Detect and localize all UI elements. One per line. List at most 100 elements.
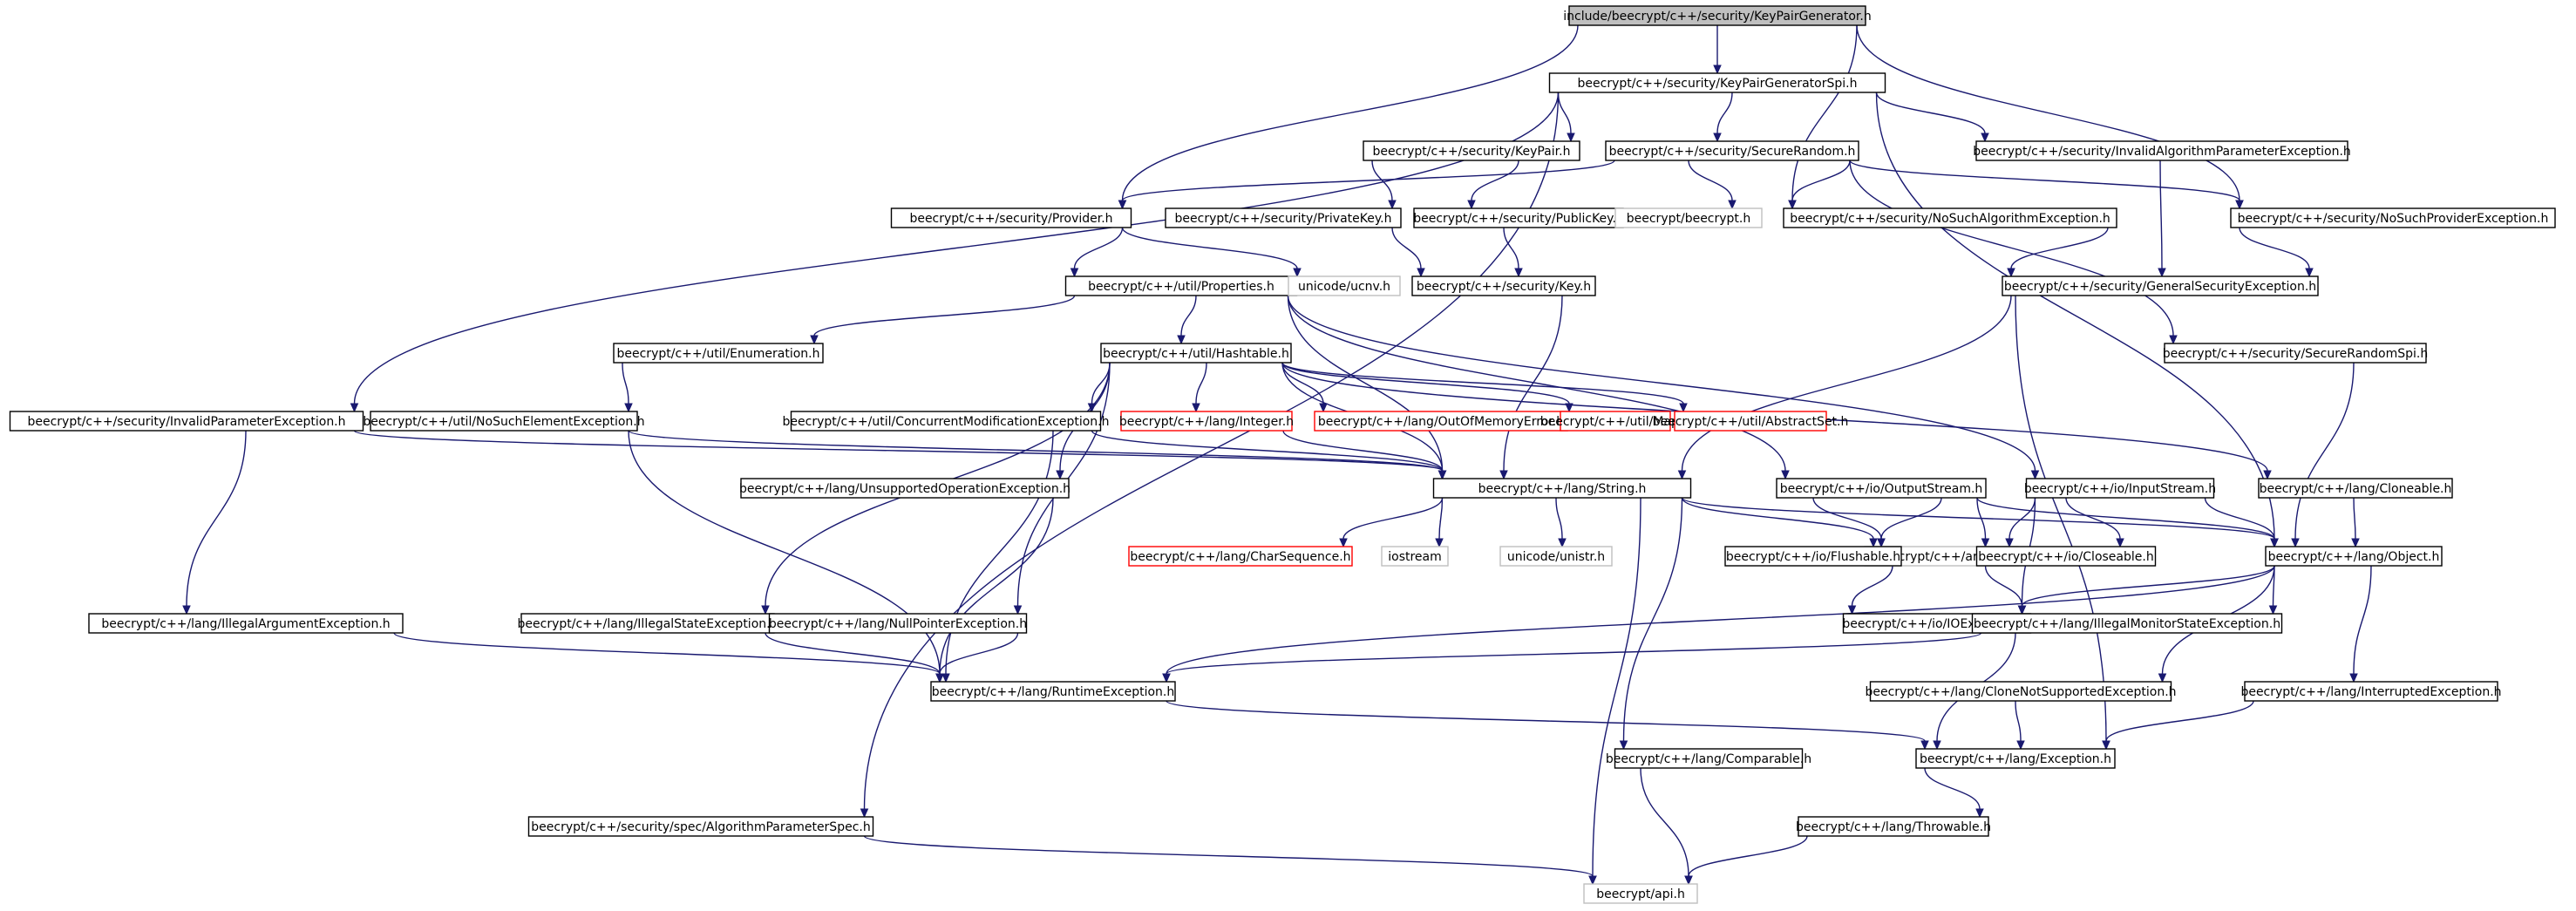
edge-line — [1849, 160, 2174, 337]
node-nullptr[interactable]: beecrypt/c++/lang/NullPointerException.h — [768, 613, 1028, 634]
node-publickey[interactable]: beecrypt/c++/security/PublicKey.h — [1413, 207, 1624, 228]
node-gensec[interactable]: beecrypt/c++/security/GeneralSecurityExc… — [2002, 275, 2319, 296]
node-cloneable[interactable]: beecrypt/c++/lang/Cloneable.h — [2258, 478, 2453, 499]
node-integer[interactable]: beecrypt/c++/lang/Integer.h — [1119, 411, 1294, 432]
edge-arrowhead — [1087, 403, 1097, 413]
node-outofmem[interactable]: beecrypt/c++/lang/OutOfMemoryError.h — [1314, 411, 1568, 432]
node-label: beecrypt/c++/lang/InterruptedException.h — [2240, 685, 2501, 699]
node-privatekey[interactable]: beecrypt/c++/security/PrivateKey.h — [1165, 207, 1402, 228]
node-inputstream[interactable]: beecrypt/c++/io/InputStream.h — [2024, 478, 2216, 499]
node-label: beecrypt/c++/lang/String.h — [1478, 482, 1647, 496]
node-enumeration[interactable]: beecrypt/c++/util/Enumeration.h — [613, 343, 824, 364]
node-invalgparam[interactable]: beecrypt/c++/security/InvalidAlgorithmPa… — [1973, 140, 2351, 161]
node-unistr[interactable]: unicode/unistr.h — [1499, 546, 1613, 567]
node-nosuchalg[interactable]: beecrypt/c++/security/NoSuchAlgorithmExc… — [1783, 207, 2117, 228]
edge-line — [2021, 565, 2275, 607]
node-kpgspi[interactable]: beecrypt/c++/security/KeyPairGeneratorSp… — [1548, 72, 1886, 93]
edge-arrowhead — [2291, 538, 2300, 548]
node-box — [1869, 681, 2172, 702]
node-object[interactable]: beecrypt/c++/lang/Object.h — [2265, 546, 2443, 567]
node-apih[interactable]: beecrypt/api.h — [1583, 883, 1698, 904]
node-box — [1499, 546, 1613, 567]
edge-line — [945, 430, 1054, 675]
node-invparam[interactable]: beecrypt/c++/security/InvalidParameterEx… — [9, 411, 364, 432]
node-hashtable[interactable]: beecrypt/c++/util/Hashtable.h — [1100, 343, 1292, 364]
node-algparamspec[interactable]: beecrypt/c++/security/spec/AlgorithmPara… — [527, 816, 874, 837]
edge-arrowhead — [1438, 470, 1447, 480]
edge-line — [1856, 24, 2240, 201]
node-box — [1381, 546, 1449, 567]
node-label: beecrypt/c++/security/SecureRandom.h — [1609, 145, 1856, 159]
node-illegalstate[interactable]: beecrypt/c++/lang/IllegalStateException.… — [518, 613, 778, 634]
node-runtime[interactable]: beecrypt/c++/lang/RuntimeException.h — [930, 681, 1176, 702]
node-box — [1915, 748, 2116, 769]
node-clonenotsup[interactable]: beecrypt/c++/lang/CloneNotSupportedExcep… — [1865, 681, 2177, 702]
node-nosuchprov[interactable]: beecrypt/c++/security/NoSuchProviderExce… — [2230, 207, 2556, 228]
node-comparable[interactable]: beecrypt/c++/lang/Comparable.h — [1606, 748, 1811, 769]
edge-line — [186, 430, 247, 607]
node-provider[interactable]: beecrypt/c++/security/Provider.h — [890, 207, 1132, 228]
node-properties[interactable]: beecrypt/c++/util/Properties.h — [1064, 275, 1298, 296]
node-flushable[interactable]: beecrypt/c++/io/Flushable.h — [1724, 546, 1902, 567]
edge-arrowhead — [1679, 403, 1688, 413]
node-charseq[interactable]: beecrypt/c++/lang/CharSequence.h — [1128, 546, 1353, 567]
node-keypair[interactable]: beecrypt/c++/security/KeyPair.h — [1363, 140, 1580, 161]
node-unsupported[interactable]: beecrypt/c++/lang/UnsupportedOperationEx… — [739, 478, 1071, 499]
node-key[interactable]: beecrypt/c++/security/Key.h — [1411, 275, 1596, 296]
edge-object-to-ioexception — [2017, 565, 2275, 615]
node-securerandomspi[interactable]: beecrypt/c++/security/SecureRandomSpi.h — [2163, 343, 2429, 364]
node-box — [1100, 343, 1292, 364]
edge-line — [1681, 497, 2275, 540]
node-illegalmonitor[interactable]: beecrypt/c++/lang/IllegalMonitorStateExc… — [1971, 613, 2283, 634]
node-root[interactable]: include/beecrypt/c++/security/KeyPairGen… — [1563, 5, 1872, 26]
edge-arrowhead — [1467, 200, 1476, 210]
node-outputstream[interactable]: beecrypt/c++/io/OutputStream.h — [1776, 478, 1987, 499]
edge-arrowhead — [2235, 200, 2244, 210]
node-string[interactable]: beecrypt/c++/lang/String.h — [1432, 478, 1692, 499]
edge-arrowhead — [1677, 470, 1687, 480]
node-nosuchelem[interactable]: beecrypt/c++/util/NoSuchElementException… — [363, 411, 645, 432]
edge-arrowhead — [810, 335, 819, 345]
node-closeable[interactable]: beecrypt/c++/io/Closeable.h — [1975, 546, 2157, 567]
node-ucnv[interactable]: unicode/ucnv.h — [1288, 275, 1401, 296]
edge-root-to-nosuchalg — [1788, 24, 1858, 210]
node-label: beecrypt/c++/security/spec/AlgorithmPara… — [531, 820, 870, 834]
edge-securerandom-to-nosuchalg — [1788, 160, 1851, 210]
node-interrupted[interactable]: beecrypt/c++/lang/InterruptedException.h — [2240, 681, 2502, 702]
edge-algparamspec-to-apih — [863, 835, 1597, 886]
edge-kpgspi-to-algparamspec — [860, 92, 1560, 819]
edge-line — [1791, 160, 1851, 201]
node-illegalarg[interactable]: beecrypt/c++/lang/IllegalArgumentExcepti… — [88, 613, 404, 634]
node-beecrypth[interactable]: beecrypt/beecrypt.h — [1614, 207, 1763, 228]
node-box — [1363, 140, 1580, 161]
node-label: beecrypt/c++/security/Key.h — [1417, 280, 1591, 294]
node-box — [2244, 681, 2498, 702]
node-box — [1165, 207, 1402, 228]
edge-line — [2353, 497, 2356, 540]
node-map[interactable]: beecrypt/c++/util/Map.h — [1540, 411, 1691, 432]
node-label: beecrypt/c++/security/NoSuchAlgorithmExc… — [1790, 212, 2110, 226]
edge-string-to-unistr — [1555, 497, 1567, 548]
edge-invparam-to-illegalarg — [182, 430, 247, 615]
node-iostream[interactable]: iostream — [1381, 546, 1449, 567]
edge-line — [2065, 497, 2121, 540]
node-label: beecrypt/c++/util/AbstractSet.h — [1653, 415, 1849, 429]
node-label: beecrypt/c++/lang/UnsupportedOperationEx… — [739, 482, 1071, 496]
edge-integer-to-string — [1282, 430, 1447, 480]
node-exception[interactable]: beecrypt/c++/lang/Exception.h — [1915, 748, 2116, 769]
node-concmod[interactable]: beecrypt/c++/util/ConcurrentModification… — [783, 411, 1110, 432]
node-abstractset[interactable]: beecrypt/c++/util/AbstractSet.h — [1653, 411, 1849, 432]
edge-arrowhead — [2005, 538, 2014, 548]
node-box — [1674, 411, 1827, 432]
node-box — [2164, 343, 2427, 364]
node-securerandom[interactable]: beecrypt/c++/security/SecureRandom.h — [1605, 140, 1859, 161]
edge-outputstream-to-object — [1976, 497, 2279, 548]
edge-line — [2204, 497, 2275, 540]
edge-line — [1851, 565, 1893, 607]
node-throwable[interactable]: beecrypt/c++/lang/Throwable.h — [1796, 816, 1991, 837]
edge-line — [939, 497, 1054, 675]
edge-clonenotsup-to-exception — [2015, 700, 2025, 751]
edge-arrowhead — [1781, 470, 1790, 480]
node-label: iostream — [1388, 550, 1442, 564]
edge-keypair-to-publickey — [1467, 160, 1519, 210]
